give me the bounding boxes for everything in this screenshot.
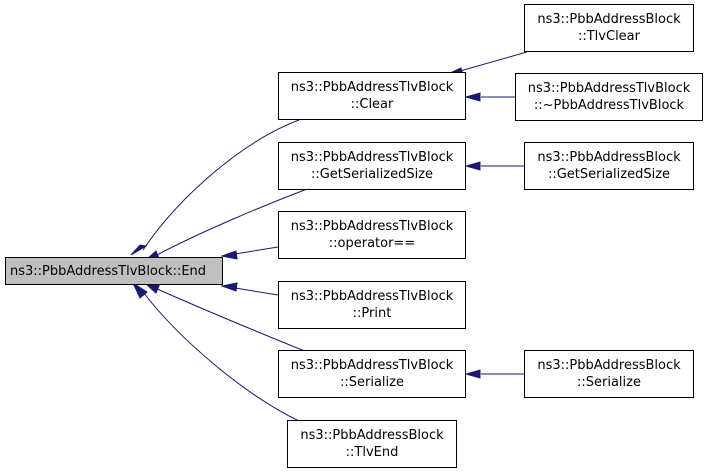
node-clear[interactable]: ns3::PbbAddressTlvBlock ::Clear <box>278 72 466 120</box>
node-atb-destructor[interactable]: ns3::PbbAddressTlvBlock ::~PbbAddressTlv… <box>515 73 703 121</box>
node-label-line2: ::Clear <box>350 97 394 112</box>
edge-tlvend-to-root <box>142 291 300 422</box>
node-ab-tlvclear[interactable]: ns3::PbbAddressBlock ::TlvClear <box>524 4 694 52</box>
node-label-line1: ns3::PbbAddressTlvBlock <box>290 358 454 373</box>
edge-serialize-to-root <box>154 287 308 353</box>
node-ab-getserializedsize[interactable]: ns3::PbbAddressBlock ::GetSerializedSize <box>524 142 694 190</box>
node-label-line1: ns3::PbbAddressTlvBlock <box>290 150 454 165</box>
node-label-line1: ns3::PbbAddressTlvBlock <box>290 219 454 234</box>
node-label-line1: ns3::PbbAddressTlvBlock <box>290 80 454 95</box>
node-root-end: ns3::PbbAddressTlvBlock::End <box>5 257 223 285</box>
node-label-line1: ns3::PbbAddressBlock <box>537 12 681 27</box>
node-label-line1: ns3::PbbAddressBlock <box>300 428 444 443</box>
arrowhead-ab-serialize-to-serialize <box>464 369 481 379</box>
node-getserializedsize[interactable]: ns3::PbbAddressTlvBlock ::GetSerializedS… <box>278 142 466 190</box>
node-print[interactable]: ns3::PbbAddressTlvBlock ::Print <box>278 281 466 329</box>
node-label-line1: ns3::PbbAddressTlvBlock <box>527 81 691 96</box>
node-serialize[interactable]: ns3::PbbAddressTlvBlock ::Serialize <box>278 350 466 398</box>
arrowhead-operator-eq-to-root <box>220 250 238 260</box>
node-label-line2: ::~PbbAddressTlvBlock <box>533 98 685 113</box>
arrowhead-destructor-to-clear <box>464 92 481 102</box>
node-label-line1: ns3::PbbAddressBlock <box>537 358 681 373</box>
arrowhead-ab-getserializedsize-to-getserializedsize <box>464 161 481 171</box>
arrowhead-clear-to-root <box>130 244 148 256</box>
edge-ab-tlvclear-to-clear <box>459 51 528 72</box>
edge-getserializedsize-to-root <box>154 188 308 257</box>
node-label-line1: ns3::PbbAddressTlvBlock <box>290 289 454 304</box>
node-operator-eq[interactable]: ns3::PbbAddressTlvBlock ::operator== <box>278 211 466 259</box>
arrowhead-print-to-root <box>220 282 238 292</box>
edge-clear-to-root <box>142 119 300 251</box>
node-label-line2: ::TlvEnd <box>345 445 399 460</box>
arrowhead-tlvend-to-root <box>131 281 148 299</box>
node-label-line2: ::GetSerializedSize <box>310 167 434 182</box>
node-label-line2: ::Print <box>352 306 392 321</box>
node-label: ns3::PbbAddressTlvBlock::End <box>10 263 207 279</box>
node-ab-serialize[interactable]: ns3::PbbAddressBlock ::Serialize <box>524 350 694 398</box>
node-label-line2: ::GetSerializedSize <box>547 167 671 182</box>
node-label-line2: ::TlvClear <box>577 29 640 44</box>
node-label-line1: ns3::PbbAddressBlock <box>537 150 681 165</box>
node-label-line2: ::Serialize <box>577 375 641 390</box>
node-label-line2: ::Serialize <box>340 375 404 390</box>
node-tlvend[interactable]: ns3::PbbAddressBlock ::TlvEnd <box>287 420 457 468</box>
node-label-line2: ::operator== <box>328 236 416 251</box>
